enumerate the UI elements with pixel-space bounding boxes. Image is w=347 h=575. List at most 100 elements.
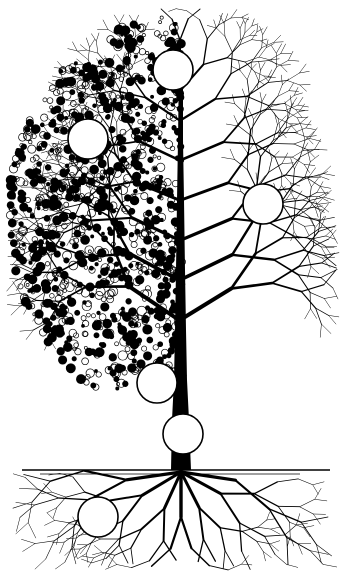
leaf-cluster (121, 307, 125, 311)
leaf-cluster (85, 348, 93, 356)
leaf-cluster (93, 351, 99, 357)
leaf-cluster (36, 201, 41, 206)
leaf-cluster (131, 350, 137, 356)
leaf-cluster (114, 41, 122, 49)
leaf-cluster (99, 343, 103, 347)
leaf-cluster (167, 353, 172, 358)
leaf-cluster (93, 104, 97, 108)
leaf-cluster (74, 62, 77, 65)
leaf-cluster (133, 99, 140, 106)
leaf-cluster (12, 267, 20, 275)
leaf-cluster (130, 196, 139, 205)
leaf-cluster (97, 311, 101, 315)
leaf-cluster (165, 287, 169, 291)
leaf-cluster (75, 182, 81, 188)
label-circle-branches[interactable] (243, 184, 283, 224)
leaf-cluster (166, 255, 174, 263)
leaf-cluster (131, 159, 139, 167)
leaf-cluster (102, 232, 105, 235)
leaf-cluster (54, 251, 60, 257)
branch (273, 144, 294, 145)
leaf-cluster (57, 114, 64, 121)
leaf-cluster (158, 136, 161, 139)
leaf-cluster (106, 114, 110, 118)
leaf-cluster (172, 125, 176, 129)
leaf-cluster (72, 357, 76, 361)
leaf-cluster (30, 288, 35, 293)
leaf-cluster (146, 171, 149, 174)
leaf-cluster (166, 37, 175, 46)
leaf-cluster (163, 323, 172, 332)
leaf-cluster (59, 213, 68, 222)
leaf-cluster (141, 248, 147, 254)
leaf-cluster (135, 229, 140, 234)
leaf-cluster (143, 352, 151, 360)
leaf-cluster (55, 329, 64, 338)
label-circle-crown[interactable] (153, 50, 193, 90)
leaf-cluster (171, 300, 175, 304)
leaf-cluster (114, 187, 118, 191)
leaf-cluster (66, 365, 70, 369)
leaf-cluster (120, 311, 125, 316)
leaf-cluster (101, 303, 109, 311)
leaf-cluster (158, 283, 165, 290)
label-circle-trunk-base[interactable] (163, 414, 203, 454)
leaf-cluster (91, 235, 94, 238)
leaf-cluster (119, 146, 126, 153)
leaf-cluster (124, 34, 127, 37)
leaf-cluster (142, 121, 147, 126)
leaf-cluster (135, 276, 144, 285)
leaf-cluster (128, 331, 132, 335)
leaf-cluster (163, 277, 168, 282)
leaf-cluster (151, 95, 154, 98)
leaf-cluster (37, 207, 40, 210)
leaf-cluster (76, 375, 85, 384)
leaf-cluster (94, 333, 99, 338)
leaf-cluster (18, 195, 26, 203)
leaf-cluster (110, 370, 116, 376)
leaf-cluster (171, 103, 174, 106)
leaf-cluster (19, 257, 26, 264)
leaf-cluster (140, 168, 145, 173)
leaf-cluster (116, 387, 119, 390)
leaf-cluster (156, 207, 162, 213)
leaf-cluster (60, 242, 65, 247)
leaf-cluster (148, 78, 152, 82)
leaf-cluster (148, 157, 154, 163)
leaf-cluster (58, 356, 66, 364)
leaf-cluster (119, 365, 125, 371)
leaf-cluster (75, 310, 80, 315)
leaf-cluster (154, 314, 159, 319)
leaf-cluster (52, 285, 58, 291)
leaf-cluster (121, 26, 130, 35)
leaf-cluster (107, 167, 115, 175)
leaf-cluster (147, 337, 153, 343)
leaf-cluster (11, 185, 17, 191)
leaf-cluster (38, 240, 43, 245)
leaf-cluster (103, 319, 112, 328)
leaf-cluster (169, 247, 177, 255)
label-circle-roots[interactable] (78, 497, 118, 537)
leaf-cluster (147, 137, 152, 142)
leaf-cluster (146, 236, 151, 241)
leaf-cluster (29, 261, 32, 264)
leaf-cluster (11, 194, 16, 199)
leaf-cluster (104, 330, 113, 339)
leaf-cluster (173, 98, 178, 103)
leaf-cluster (129, 264, 133, 268)
label-circle-lower-trunk[interactable] (137, 363, 177, 403)
leaf-cluster (115, 222, 119, 226)
leaf-cluster (90, 293, 95, 298)
label-circle-leaves[interactable] (68, 119, 108, 159)
leaf-cluster (16, 149, 25, 158)
leaf-cluster (109, 354, 117, 362)
leaf-cluster (142, 315, 150, 323)
leaf-cluster (123, 56, 130, 63)
leaf-cluster (149, 128, 154, 133)
leaf-cluster (44, 133, 51, 140)
leaf-cluster (90, 165, 99, 174)
root (164, 508, 165, 541)
leaf-cluster (158, 242, 162, 246)
leaf-cluster (110, 313, 115, 318)
